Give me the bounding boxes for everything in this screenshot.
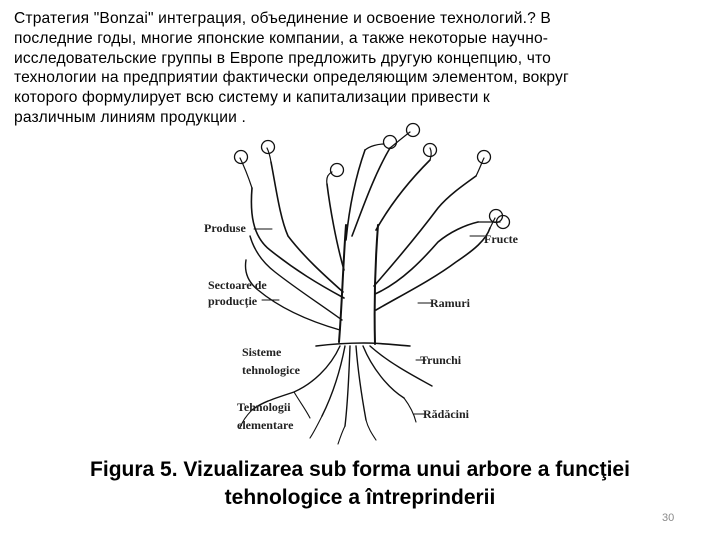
label-sisteme-line2: tehnologice (242, 363, 301, 377)
fruit-circle (233, 149, 249, 165)
ground-line (315, 342, 411, 347)
label-tehnologii-line2: elementare (237, 418, 294, 432)
fruit-circle (382, 134, 398, 150)
slide-number: 30 (662, 512, 675, 524)
fine-roots (239, 391, 417, 445)
branch-right (373, 159, 491, 311)
label-trunchi: Trunchi (420, 353, 462, 367)
fruit-circle (405, 122, 421, 138)
twigs (239, 131, 501, 229)
label-sectoare-line1: Sectoare de (208, 278, 267, 292)
fruit-circle (422, 142, 438, 158)
figure-caption: Figura 5. Vizualizarea sub forma unui ar… (30, 456, 690, 512)
fruit-circle (260, 139, 276, 155)
fruit-circle (495, 214, 511, 230)
fruit-circle (329, 162, 345, 178)
figure-caption-line1: Figura 5. Vizualizarea sub forma unui ar… (90, 458, 630, 481)
label-fructe: Fructe (484, 232, 519, 246)
label-produse: Produse (204, 221, 246, 235)
label-radacini: Rădăcini (423, 407, 470, 421)
branch-left-outer (244, 235, 343, 331)
trunk (338, 224, 379, 345)
figure-caption-line2: tehnologice a întreprinderii (224, 486, 496, 509)
label-sectoare-line2: producție (208, 294, 258, 309)
label-sisteme-line1: Sisteme (242, 345, 282, 359)
leader-line (253, 228, 485, 415)
label-ramuri: Ramuri (430, 296, 471, 310)
fruit-circle (476, 149, 492, 165)
branch-left (250, 147, 391, 299)
label-tehnologii-line1: Tehnologii (237, 400, 291, 414)
intro-paragraph: Стратегия "Bonzai" интеграция, объединен… (14, 10, 569, 126)
